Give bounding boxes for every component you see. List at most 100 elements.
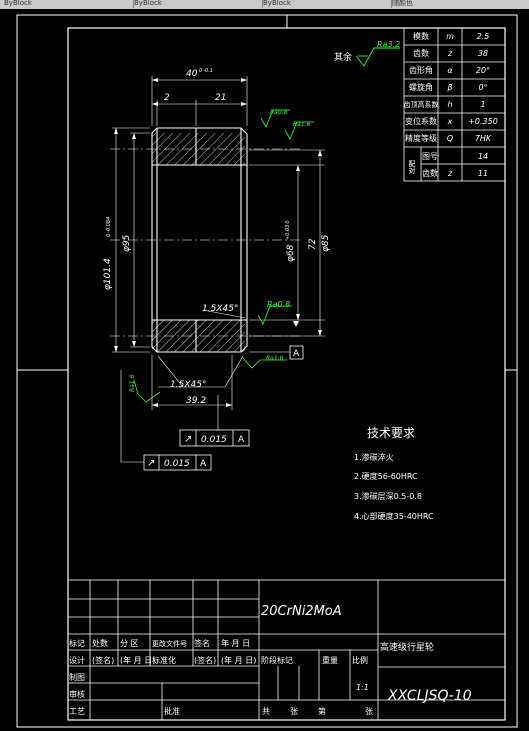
tech-req-4: 4.心部硬度35-40HRC (354, 511, 434, 521)
param-name-0: 模数 (413, 31, 429, 41)
param-val-2: 20° (476, 66, 490, 75)
mate-val-0: 14 (478, 152, 488, 161)
param-val-0: 2.5 (477, 32, 490, 41)
tb-sheet-1: 张 (290, 707, 298, 716)
dimension-arrows (114, 78, 322, 407)
drawing-number: XXCLJSQ-10 (387, 688, 472, 704)
title-block (67, 579, 506, 721)
drawing-canvas[interactable]: 模数 m 2.5 齿数 z 38 齿形角 α 20° 螺旋角 β 0° 齿顶高系… (0, 9, 529, 731)
remaining-roughness-value: Ra3.2 (377, 40, 400, 49)
param-name-6: 精度等级 (405, 133, 437, 143)
param-sym-1: z (447, 49, 453, 58)
tb-r1-c5: 年 月 日 (221, 638, 250, 648)
param-name-3: 螺旋角 (409, 82, 433, 92)
param-val-1: 38 (478, 49, 488, 58)
dim-dia-68: φ68 (286, 244, 296, 262)
dim-72: 72 (308, 238, 318, 250)
tb-r4-c0: 审核 (69, 689, 85, 699)
tb-scale-value: 1:1 (356, 683, 369, 692)
param-sym-6: Q (447, 134, 453, 143)
tb-weight-label: 重量 (322, 655, 338, 665)
gdt2-value: 0.015 (164, 459, 190, 469)
remaining-label: 其余 (334, 51, 352, 63)
dim-chamfer-lower: 1.5X45° (170, 380, 206, 390)
tb-r2-c4: (签名) (194, 655, 216, 665)
gdt1-datum: A (238, 435, 245, 445)
dim-width-40: 40 (186, 69, 198, 79)
tb-r5-c2: 批准 (164, 706, 180, 716)
datum-a: A (289, 345, 304, 360)
param-val-3: 0° (478, 83, 487, 92)
roughness-values: Ra0.8 Ra1.6 Ra0.8 Ra1.6 Ra1.6 (129, 109, 311, 392)
gear-section-view (110, 127, 300, 353)
parameter-table-text: 模数 m 2.5 齿数 z 38 齿形角 α 20° 螺旋角 β 0° 齿顶高系… (404, 31, 498, 178)
tb-r2-c1: (签名) (92, 655, 114, 665)
tb-sheet-2: 第 (318, 706, 326, 716)
dim-dia-101: φ101.4 (103, 258, 113, 290)
tech-req-3: 3.渗碳层深0.5-0.8 (354, 491, 422, 501)
param-name-5: 变位系数 (405, 116, 437, 126)
dim-39-2: 39.2 (186, 396, 206, 406)
mate-name-0: 图号 (422, 152, 438, 161)
lineweight-dropdown[interactable]: 随颜色 (388, 0, 529, 8)
tb-r1-c0: 标记 (69, 638, 85, 648)
material-label: 20CrNi2MoA (261, 604, 342, 619)
dim-dia-85: φ85 (321, 234, 331, 252)
tb-r2-c0: 设计 (69, 655, 85, 665)
param-name-2: 齿形角 (409, 65, 433, 75)
dim-dia-68-tol: +0.03 0 (285, 220, 291, 240)
roughness-r1: Ra0.8 (270, 109, 288, 116)
tb-r5-c0: 工艺 (69, 707, 85, 716)
tb-scale-label: 比例 (352, 655, 368, 665)
gdt2-datum: A (200, 459, 207, 469)
tb-sheet-0: 共 (262, 707, 270, 716)
tb-r2-c3: 标准化 (152, 655, 176, 665)
dimension-texts: 40 0 -0.1 2 21 φ101.4 0 -0.084 φ95 φ68 +… (103, 68, 331, 406)
gdt-frame-2: ↗ 0.015 A (120, 370, 212, 471)
gdt-frame-1: ↗ 0.015 A (179, 395, 250, 447)
mate-name-1: 齿数 (422, 168, 438, 178)
linetype-dropdown[interactable]: ByBlock (259, 0, 392, 8)
dim-21: 21 (215, 93, 226, 103)
sheet-border (16, 14, 518, 728)
param-val-5: +0.350 (468, 117, 498, 126)
tb-r1-c4: 签名 (194, 638, 210, 648)
tb-stage-label: 阶段标记 (261, 655, 293, 665)
tech-req-title: 技术要求 (367, 426, 415, 440)
layer-dropdown[interactable]: ByBlock (0, 0, 134, 8)
tb-r3-c0: 制图 (69, 672, 85, 682)
param-name-4: 齿顶高系数 (404, 100, 439, 109)
color-dropdown[interactable]: ByBlock (130, 0, 263, 8)
mate-label: 配对 (408, 160, 416, 174)
roughness-r4: Ra1.6 (266, 355, 284, 362)
tb-r1-c1: 处数 (92, 638, 108, 648)
param-sym-3: β (446, 83, 452, 92)
tb-r2-c2: (年 月 日) (120, 655, 155, 665)
gdt1-value: 0.015 (201, 435, 227, 445)
tb-sheet-3: 张 (365, 707, 373, 716)
param-sym-4: h (447, 100, 452, 109)
gear-parameter-table (403, 27, 506, 182)
dim-dia-95: φ95 (122, 234, 132, 252)
dim-2: 2 (164, 93, 170, 103)
dim-dia-101-tol: 0 -0.084 (106, 217, 112, 237)
param-sym-5: x (447, 117, 453, 126)
param-name-1: 齿数 (413, 48, 429, 58)
remaining-roughness-note: 其余 Ra3.2 (334, 40, 400, 67)
roughness-r5: Ra1.6 (129, 374, 136, 392)
tb-r1-c3: 更改文件号 (152, 639, 187, 648)
technical-requirements: 技术要求 1.渗碳淬火 2.硬度56-60HRC 3.渗碳层深0.5-0.8 4… (354, 426, 434, 521)
dim-width-40-tol: 0 -0.1 (199, 68, 213, 74)
part-name: 高速级行星轮 (380, 641, 434, 653)
roughness-symbols (133, 109, 314, 403)
param-val-4: 1 (480, 100, 485, 109)
tech-req-1: 1.渗碳淬火 (354, 452, 394, 462)
mate-sym-1: z (447, 169, 453, 178)
dimension-lines (112, 76, 325, 410)
param-sym-0: m (446, 32, 454, 41)
tb-r1-c2: 分 区 (120, 639, 139, 648)
dim-chamfer-upper: 1.5X45° (202, 304, 238, 314)
gdt2-symbol: ↗ (147, 458, 155, 469)
datum-a-label: A (293, 349, 300, 359)
roughness-r3: Ra0.8 (267, 300, 290, 309)
